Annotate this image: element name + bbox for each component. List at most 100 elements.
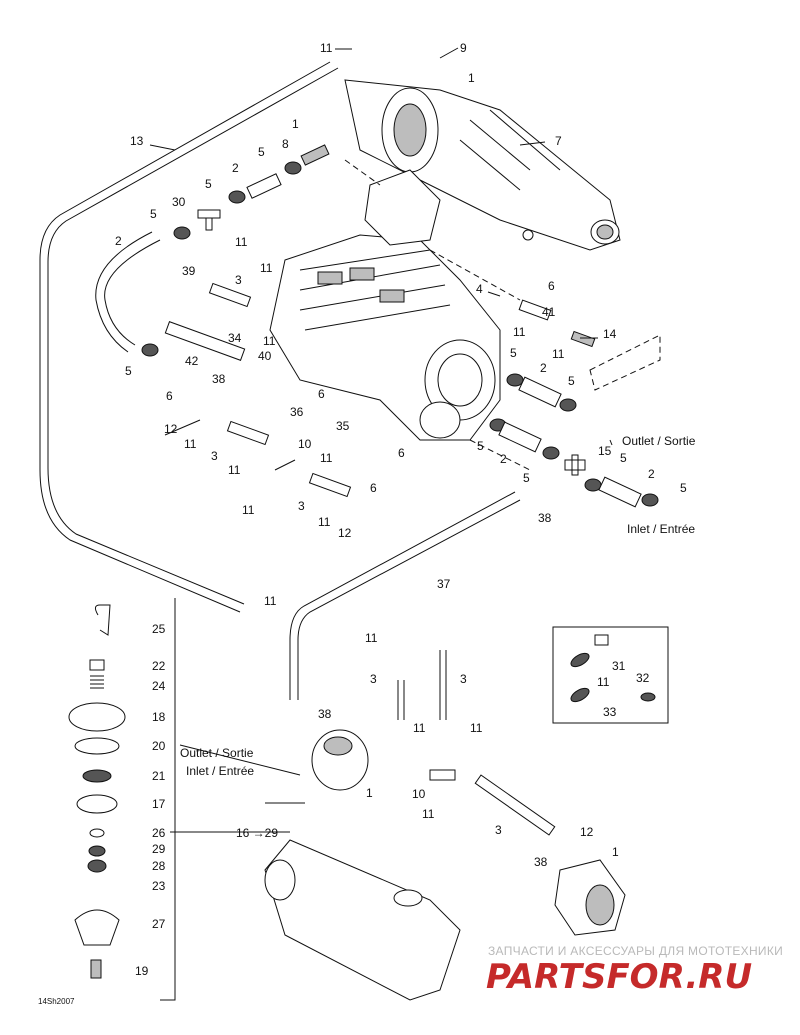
callout-11: 11 [318,515,331,529]
hose-42 [164,321,246,361]
callout-38: 38 [318,707,332,721]
callout-40: 40 [258,349,272,363]
callout-38: 38 [212,372,226,386]
callout-15: 15 [598,444,612,458]
callout-11: 11 [320,41,333,55]
callout-31: 31 [612,659,626,673]
callout-27: 27 [152,917,166,931]
callout-7: 7 [555,134,562,148]
callout-26: 26 [152,826,166,840]
callout-12: 12 [338,526,352,540]
callout-11: 11 [242,503,255,517]
callout-5: 5 [523,471,530,485]
callout-5: 5 [125,364,132,378]
hose-2-top [246,173,282,199]
detail-inset-box [552,626,669,724]
tee-fitting-15 [564,454,586,476]
callout-18: 18 [152,710,166,724]
callout-37: 37 [437,577,451,591]
callout-29: 29 [152,842,166,856]
callout-42: 42 [185,354,199,368]
callout-1: 1 [292,117,299,131]
coolant-reservoir [311,729,369,791]
callout-13: 13 [130,134,144,148]
tee-fitting-10 [429,769,456,781]
hose-13 [39,61,339,613]
callout-4: 4 [476,282,483,296]
callout-5: 5 [258,145,265,159]
callout-33: 33 [603,705,617,719]
callout-20: 20 [152,739,166,753]
callout-39: 39 [182,264,196,278]
callout-22: 22 [152,659,166,673]
callout-21: 21 [152,769,166,783]
callout-5: 5 [150,207,157,221]
callout-41: 41 [542,305,556,319]
inlet-entree-label: Inlet / Entrée [627,522,695,536]
callout-11: 11 [228,463,241,477]
callout-11: 11 [263,334,276,348]
callout-6: 6 [318,387,325,401]
callout-11: 11 [470,721,483,735]
callout-6: 6 [548,279,555,293]
callout-labels: 11 9 1 13 1 8 5 2 5 30 5 2 11 11 39 3 7 … [115,41,687,978]
callout-36: 36 [290,405,304,419]
callout-2: 2 [232,161,239,175]
callout-11: 11 [422,807,435,821]
callout-12: 12 [580,825,594,839]
callout-5: 5 [477,439,484,453]
callout-28: 28 [152,859,166,873]
callout-10: 10 [412,787,426,801]
hose-2-right [498,376,642,508]
callout-11: 11 [184,437,197,451]
callout-11: 11 [413,721,426,735]
callout-24: 24 [152,679,166,693]
callout-32: 32 [636,671,650,685]
callout-1: 1 [366,786,373,800]
callout-11: 11 [513,325,526,339]
callout-3: 3 [298,499,305,513]
callout-35: 35 [336,419,350,433]
engine-block [269,159,531,471]
tee-fitting-30 [197,209,221,231]
callout-11: 11 [235,235,248,249]
callout-25: 25 [152,622,166,636]
callout-12: 12 [164,422,178,436]
drawing-number: 14Sh2007 [38,997,75,1006]
callout-2: 2 [115,234,122,248]
callout-19: 19 [135,964,149,978]
callout-30: 30 [172,195,186,209]
callout-9: 9 [460,41,467,55]
callout-5: 5 [510,346,517,360]
callout-16-29: 16 →29 [236,826,278,840]
callout-3: 3 [211,449,218,463]
callout-1: 1 [612,845,619,859]
muffler-lower [264,839,461,1001]
callout-11: 11 [597,675,610,689]
callout-10: 10 [298,437,312,451]
watermark-logo: PARTSFOR.RU [486,957,752,997]
fitting-14 [570,330,596,348]
hose-37 [289,491,521,700]
callout-3: 3 [235,273,242,287]
outlet-sortie-label: Outlet / Sortie [622,434,696,448]
callout-11: 11 [552,347,565,361]
fitting-41 [518,299,552,321]
inlet-entree-label-lower: Inlet / Entrée [186,764,254,778]
tuned-pipe-7 [344,79,621,251]
watermark-tagline: ЗАПЧАСТИ И АКСЕССУАРЫ ДЛЯ МОТОТЕХНИКИ [488,944,783,958]
callout-5: 5 [205,177,212,191]
callout-3: 3 [370,672,377,686]
water-box [554,859,626,936]
callout-6: 6 [370,481,377,495]
callout-14: 14 [603,327,617,341]
leader-lines [149,47,613,833]
callout-2: 2 [540,361,547,375]
callout-34: 34 [228,331,242,345]
callout-6: 6 [398,446,405,460]
bracket-plate [589,334,661,391]
callout-38: 38 [534,855,548,869]
thermostat-exploded-view [68,598,176,1001]
hose-2-left [95,231,161,353]
